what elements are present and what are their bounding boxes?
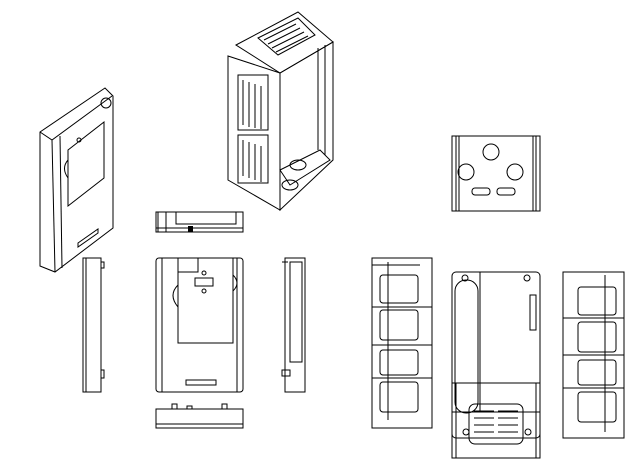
enclosure-isometric-view (227, 11, 334, 212)
cover-isometric-view (39, 87, 114, 273)
cover-front-view (155, 257, 244, 393)
enclosure-right-side-view (562, 271, 625, 439)
top-vent-slots (263, 23, 309, 53)
side-vent-slots (237, 74, 269, 184)
enclosure-bottom-view (451, 382, 541, 459)
cover-left-side-view (82, 257, 105, 393)
cover-top-view (155, 211, 244, 233)
cover-right-side-view (281, 257, 306, 393)
enclosure-left-side-view (371, 257, 433, 429)
enclosure-top-view (451, 135, 541, 212)
enclosure-front-view (451, 271, 541, 439)
cover-bottom-view (155, 403, 244, 429)
